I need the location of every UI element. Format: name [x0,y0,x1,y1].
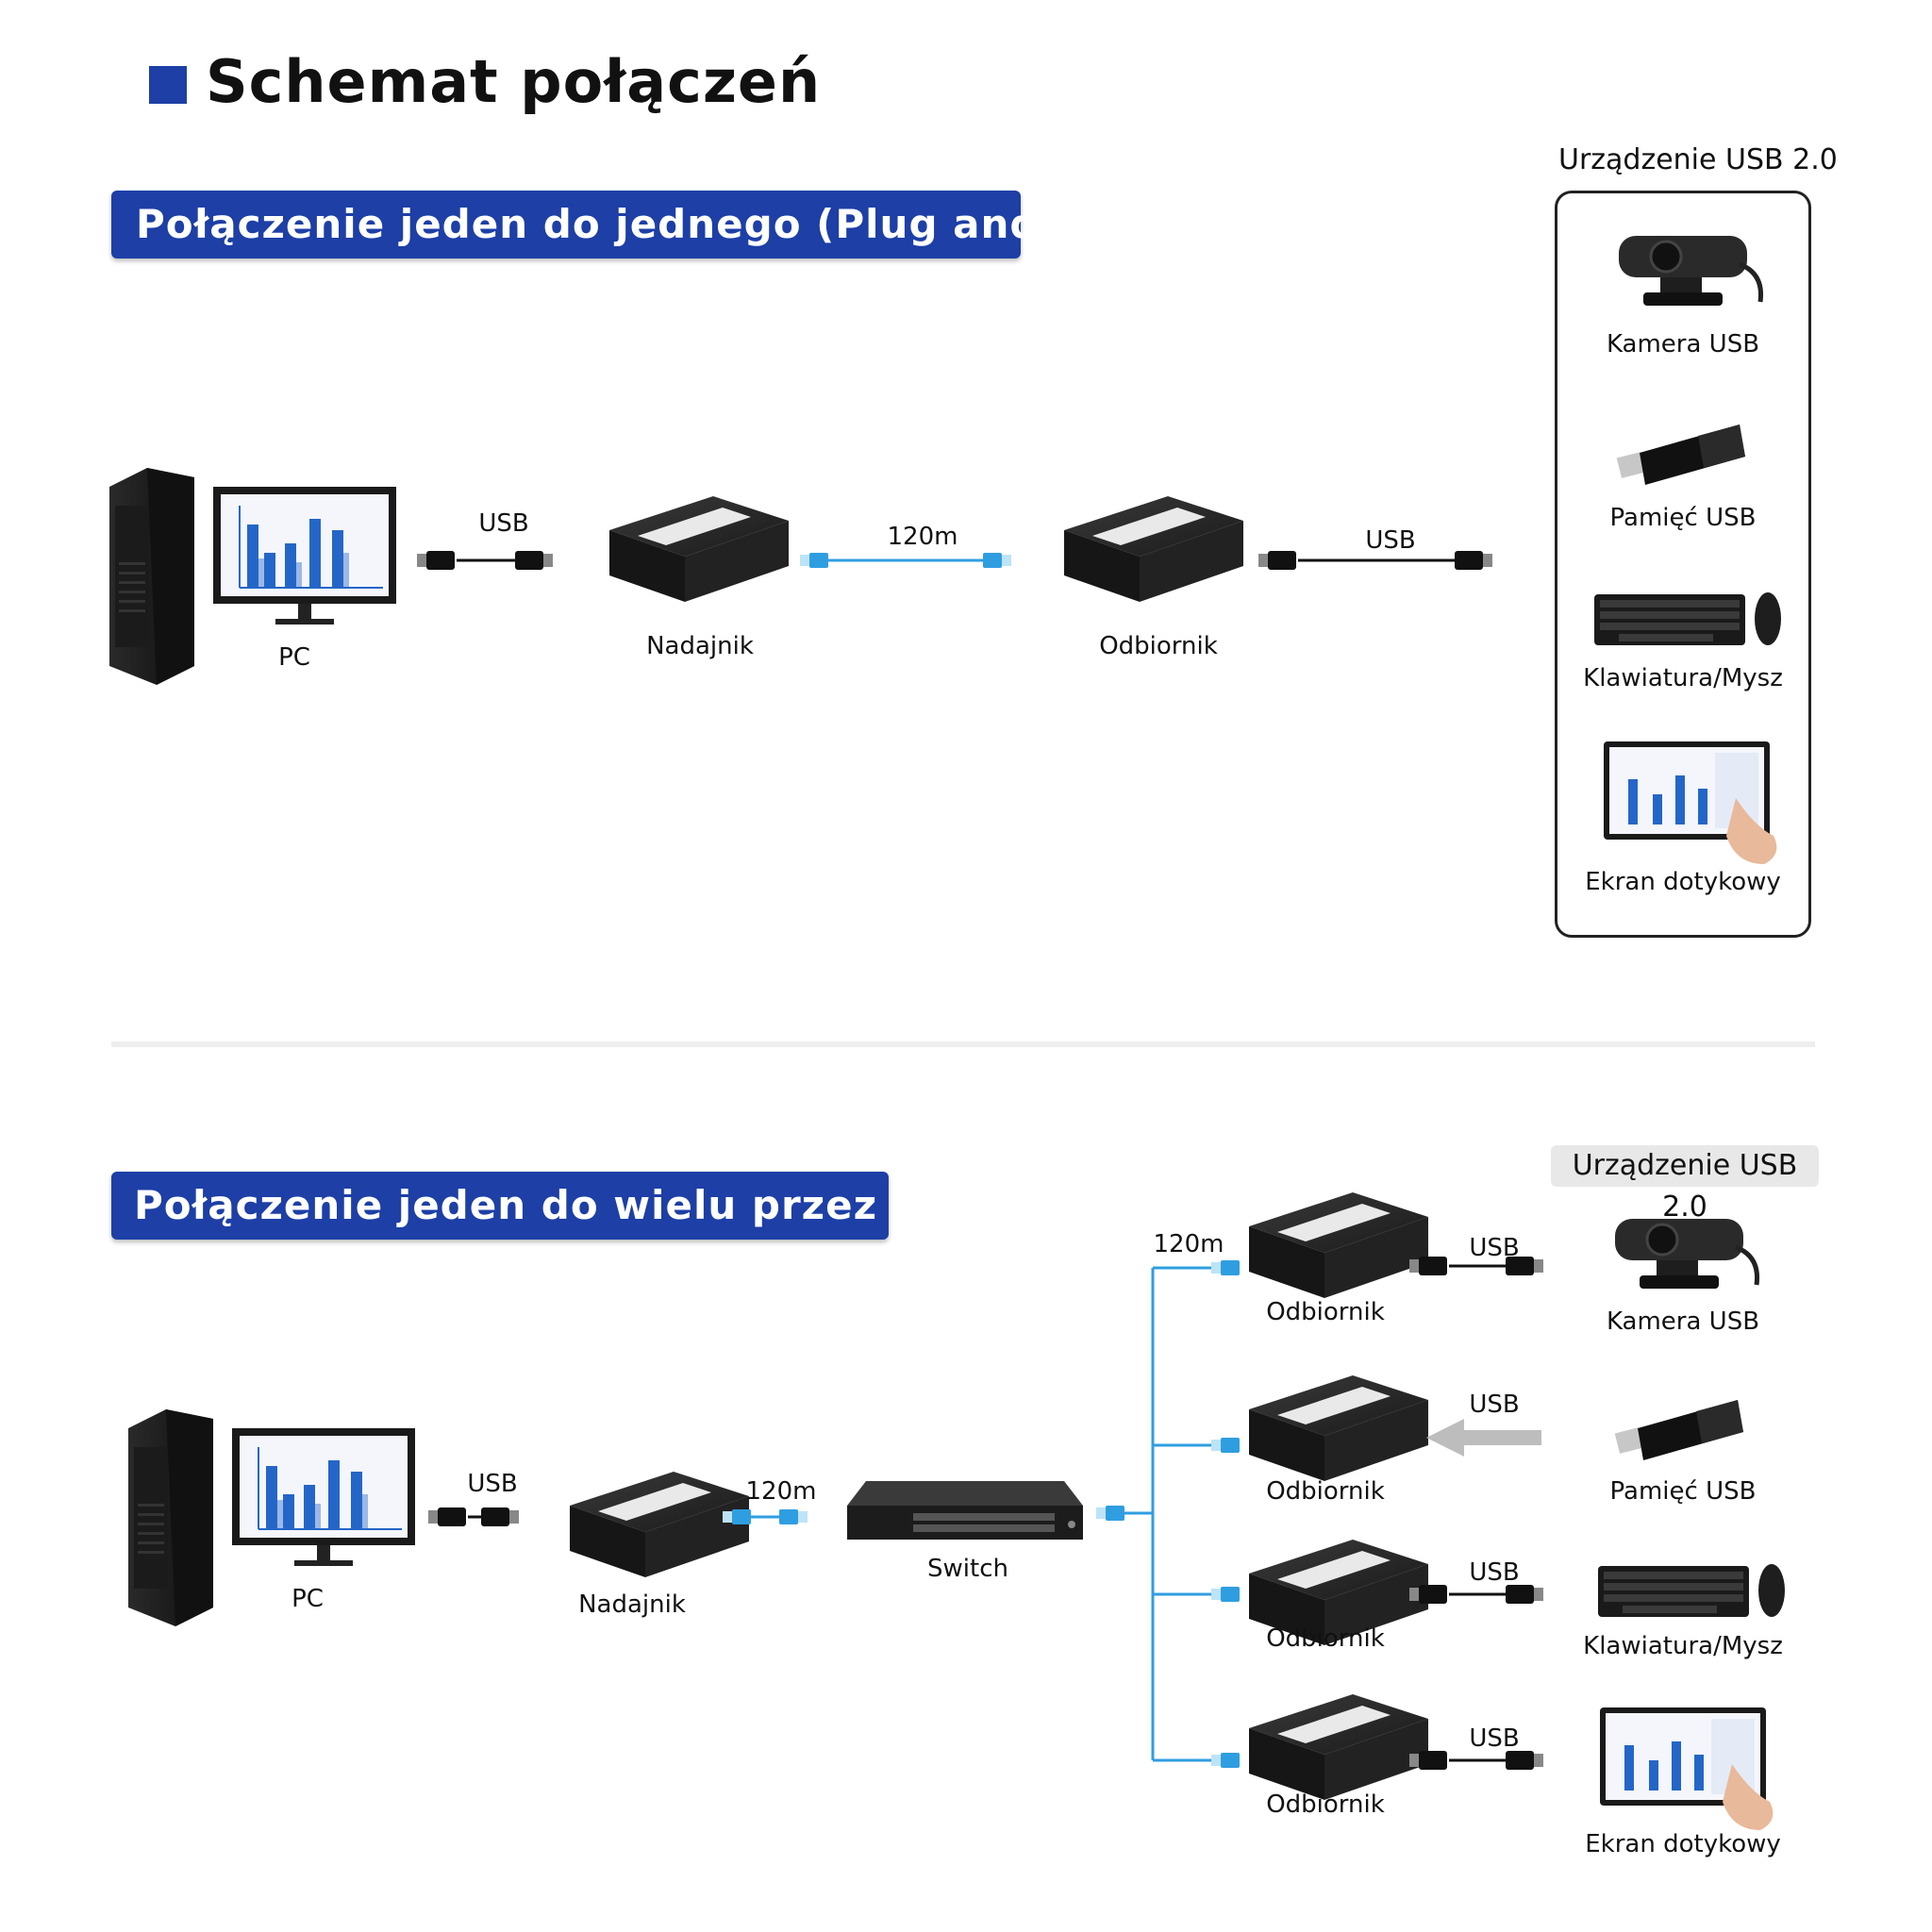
pc-label: PC [291,1585,324,1613]
touchscreen-icon [1600,1707,1774,1830]
section2-devices-heading: Urządzenie USB 2.0 [1551,1145,1819,1224]
usb-label: USB [478,509,529,538]
device-label-touchscreen: Ekran dotykowy [1585,868,1781,896]
section2-banner: Połączenie jeden do wielu przez switch [111,1172,1041,1240]
usb-label: USB [1469,1234,1520,1262]
receiver-label: Odbiornik [1099,632,1218,660]
distance-label: 120m [887,523,958,551]
receiver-icon [1064,496,1243,602]
usb-flash-drive-icon [1614,1400,1743,1460]
usb-label: USB [1365,526,1416,555]
switch-label: Switch [927,1555,1008,1583]
receiver-icon [1249,1192,1428,1298]
usb-cable-icon [1409,1585,1543,1604]
usb-cable-icon [1258,551,1492,570]
usb-cable-icon [1409,1751,1543,1770]
section1-device-box [1555,191,1811,938]
usb-label: USB [467,1470,518,1498]
device-label-webcam: Kamera USB [1606,330,1760,358]
usb-label: USB [1469,1724,1520,1753]
usb-cable-icon [1409,1257,1543,1275]
lan-cable-icon [800,553,1011,568]
device-label-flash: Pamięć USB [1609,1477,1757,1506]
transmitter-icon [570,1472,749,1577]
touchscreen-icon [1604,741,1777,864]
receiver-label: Odbiornik [1266,1298,1385,1326]
pc-label: PC [278,643,310,672]
device-label-touchscreen: Ekran dotykowy [1585,1830,1781,1858]
transmitter-label: Nadajnik [578,1591,686,1619]
lan-branch-cables [1096,1260,1240,1768]
lan-cable-icon [723,1509,808,1524]
device-label-webcam: Kamera USB [1606,1307,1760,1336]
usb-label: USB [1469,1391,1520,1419]
usb-flash-drive-icon [1616,425,1745,485]
transmitter-icon [609,496,789,602]
receiver-label: Odbiornik [1266,1624,1385,1653]
receiver-label: Odbiornik [1266,1790,1385,1819]
usb-label: USB [1469,1558,1520,1587]
transmitter-label: Nadajnik [646,632,754,660]
distance-label: 120m [745,1477,817,1506]
usb-cable-icon [417,551,553,570]
webcam-icon [1615,1219,1757,1289]
keyboard-mouse-icon [1594,592,1781,645]
device-label-flash: Pamięć USB [1609,504,1757,532]
section1-devices-heading: Urządzenie USB 2.0 [1558,143,1838,176]
usb-cable-icon [428,1507,519,1526]
keyboard-mouse-icon [1598,1564,1785,1617]
network-switch-icon [847,1481,1083,1540]
receiver-label: Odbiornik [1266,1477,1385,1506]
receiver-icon [1249,1375,1428,1481]
pc-icon [108,467,397,686]
section1-banner: Połączenie jeden do jednego (Plug and Pl… [111,191,1170,258]
distance-label: 120m [1153,1230,1224,1258]
section-divider [111,1041,1815,1047]
device-label-keyboard-mouse: Klawiatura/Mysz [1583,1632,1783,1660]
arrow-left-icon [1426,1419,1541,1457]
page-title: Schemat połączeń [206,47,822,116]
title-square-icon [149,66,187,104]
webcam-icon [1619,236,1761,306]
receiver-icon [1249,1694,1428,1800]
device-label-keyboard-mouse: Klawiatura/Mysz [1583,664,1783,692]
